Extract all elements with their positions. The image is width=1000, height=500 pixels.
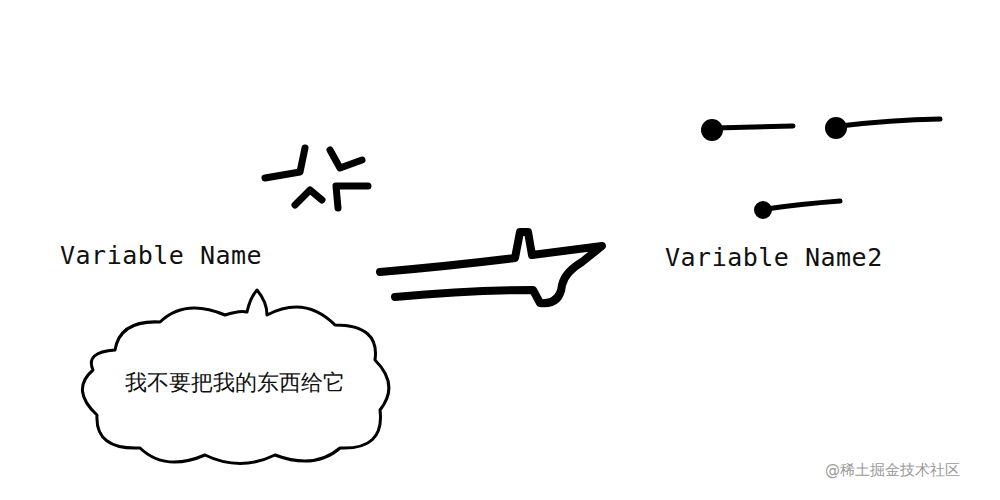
speech-cloud: 我不要把我的东西给它 [75, 290, 395, 465]
variable-name: Variable Name2 [665, 243, 883, 272]
speech-text: 我不要把我的东西给它 [125, 368, 345, 398]
thick-arrow [380, 232, 602, 303]
anger-mark [265, 148, 368, 208]
variable-name: Variable Name [60, 241, 262, 270]
watermark: @稀土掘金技术社区 [825, 461, 960, 480]
cloud-shape [82, 290, 388, 464]
face [703, 119, 940, 217]
